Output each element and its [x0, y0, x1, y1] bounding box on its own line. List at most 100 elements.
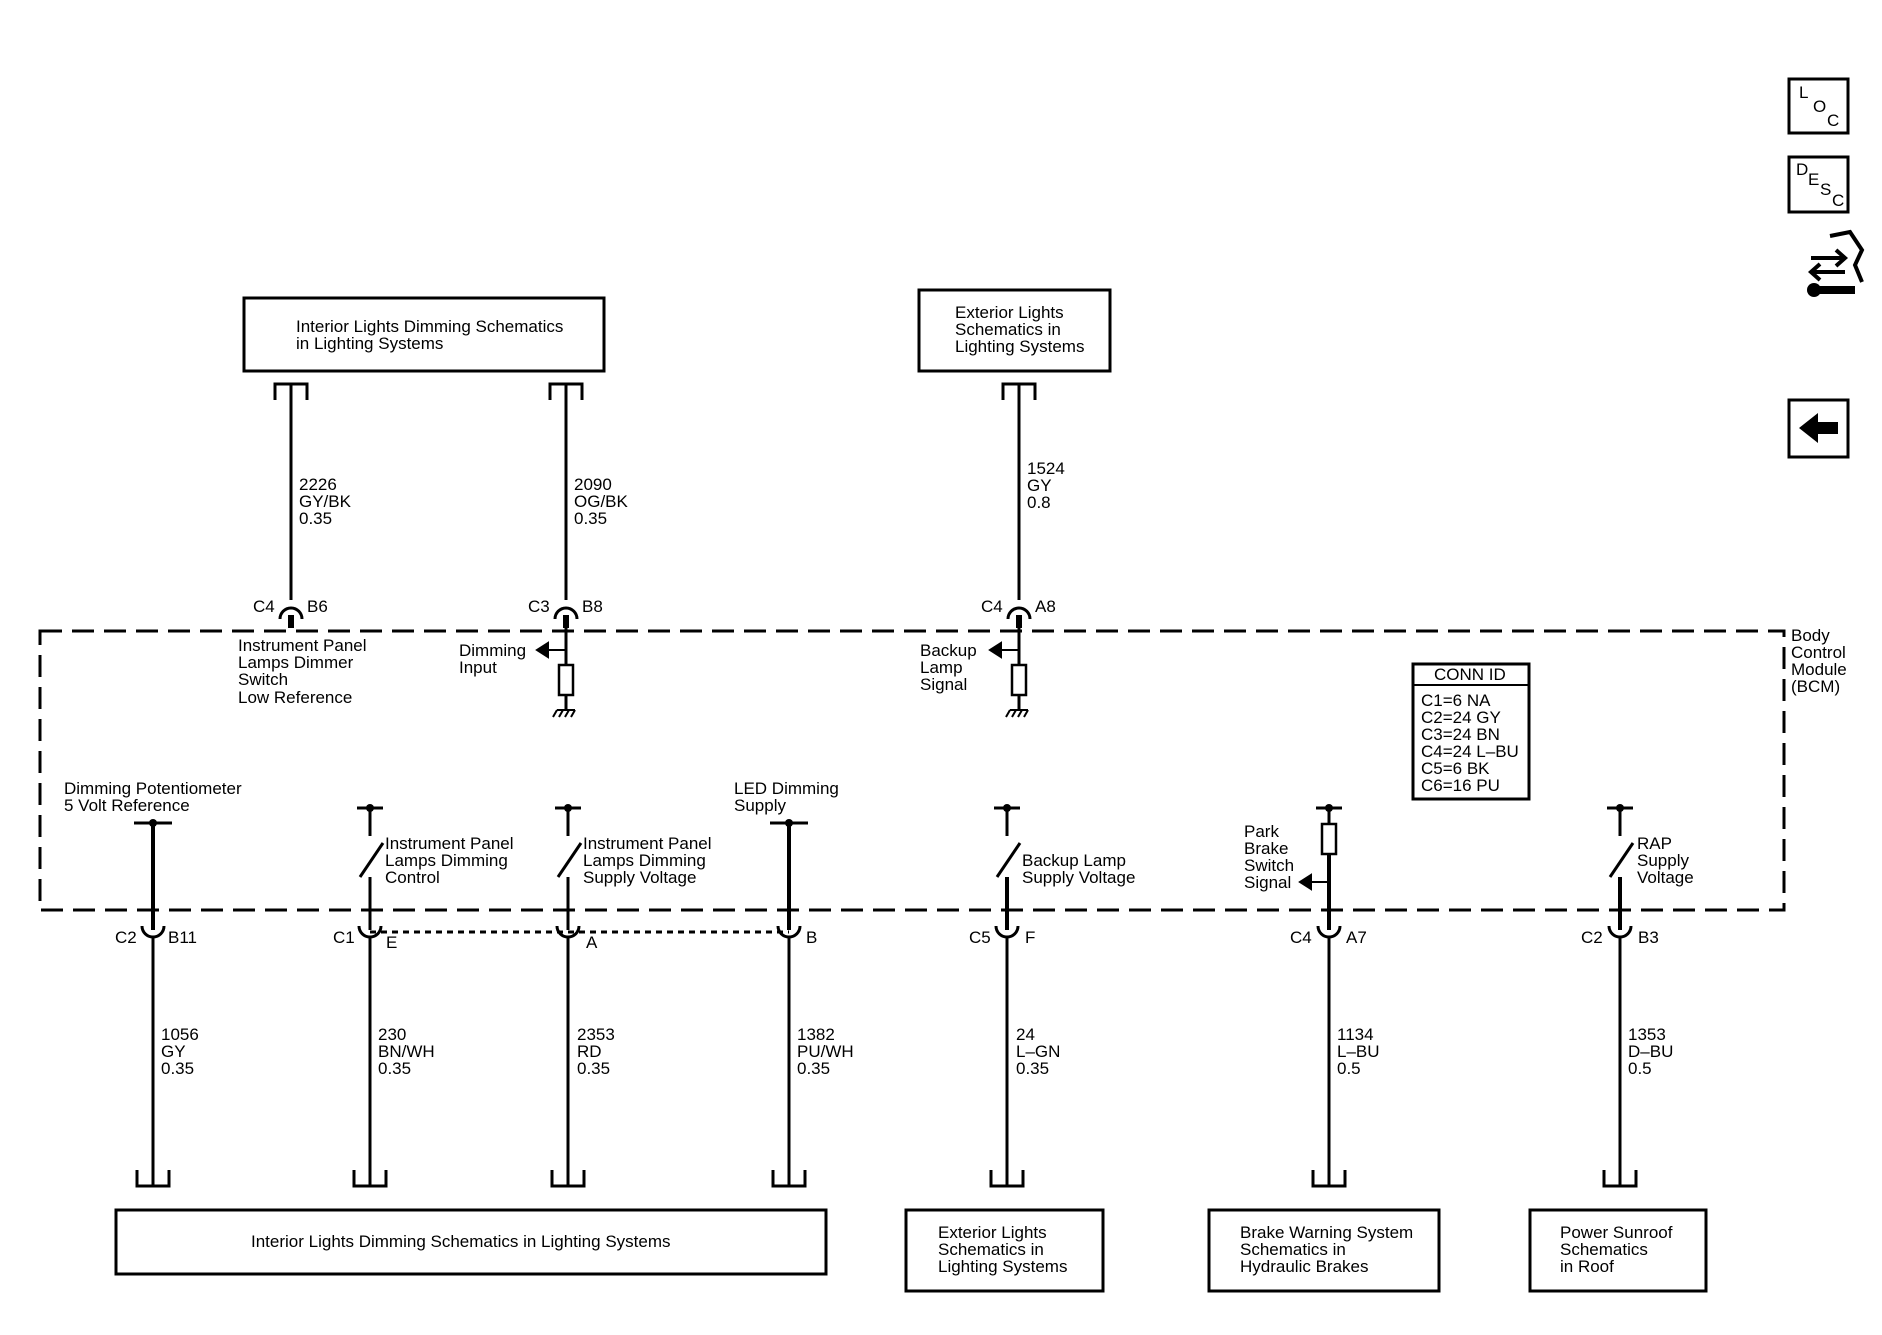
wire-color: GY/BK [299, 492, 352, 511]
svg-text:Lamps Dimming: Lamps Dimming [583, 851, 706, 870]
svg-text:Low Reference: Low Reference [238, 688, 352, 707]
bcm-label: Body Control Module (BCM) [1791, 626, 1847, 696]
svg-text:5 Volt Reference: 5 Volt Reference [64, 796, 190, 815]
wire-gauge: 0.35 [797, 1059, 830, 1078]
dimming-input-circuit: Dimming Input [459, 628, 576, 718]
wire-circuit: 1524 [1027, 459, 1065, 478]
wire-color: GY [1027, 476, 1052, 495]
conn-id-title: CONN ID [1434, 665, 1506, 684]
wire-circuit: 24 [1016, 1025, 1035, 1044]
svg-text:Park: Park [1244, 822, 1279, 841]
conn-id-row: C6=16 PU [1421, 776, 1500, 795]
bottom-box-power-sunroof[interactable]: Power Sunroof Schematics in Roof [1528, 1208, 1708, 1293]
wire-gauge: 0.35 [161, 1059, 194, 1078]
svg-text:Lamps Dimming: Lamps Dimming [385, 851, 508, 870]
svg-text:LED Dimming: LED Dimming [734, 779, 839, 798]
svg-text:Brake: Brake [1244, 839, 1288, 858]
wire-circuit: 2353 [577, 1025, 615, 1044]
connector-pin: E [386, 933, 397, 952]
connector-pin: B6 [307, 597, 328, 616]
wire-2090: 2090 OG/BK 0.35 C3 B8 [528, 384, 629, 628]
loc-button[interactable]: L O C [1787, 77, 1850, 135]
svg-text:Lamps Dimmer: Lamps Dimmer [238, 653, 354, 672]
svg-text:RAP: RAP [1637, 834, 1672, 853]
svg-text:Input: Input [459, 658, 497, 677]
svg-text:Supply: Supply [1637, 851, 1689, 870]
connector-id: C3 [528, 597, 550, 616]
wire-circuit: 2226 [299, 475, 337, 494]
connector-pin: A7 [1346, 928, 1367, 947]
svg-text:Switch: Switch [1244, 856, 1294, 875]
connector-pin: B [806, 928, 817, 947]
back-arrow-icon [1799, 413, 1838, 443]
wire-2226: 2226 GY/BK 0.35 C4 B6 [253, 384, 352, 628]
wire-gauge: 0.35 [1016, 1059, 1049, 1078]
wire-circuit: 230 [378, 1025, 406, 1044]
wire-circuit: 2090 [574, 475, 612, 494]
conn-id-row: C3=24 BN [1421, 725, 1500, 744]
bottom-box-sunroof-line2: Schematics [1560, 1240, 1648, 1259]
wire-gauge: 0.5 [1628, 1059, 1652, 1078]
connector-pin: B8 [582, 597, 603, 616]
back-button[interactable] [1787, 398, 1850, 459]
ip-dimming-supply-switch: Instrument Panel Lamps Dimming Supply Vo… [555, 804, 712, 930]
bottom-box-brake-line1: Brake Warning System [1240, 1223, 1413, 1242]
wire-gauge: 0.35 [299, 509, 332, 528]
svg-text:Signal: Signal [920, 675, 967, 694]
connector-pin: A8 [1035, 597, 1056, 616]
svg-text:Backup: Backup [920, 641, 977, 660]
dimming-pot-reference-circuit: Dimming Potentiometer 5 Volt Reference [64, 779, 242, 930]
wire-circuit: 1134 [1337, 1025, 1374, 1044]
led-dimming-supply-circuit: LED Dimming Supply [734, 779, 839, 930]
top-box-exterior-lights[interactable]: Exterior Lights Schematics in Lighting S… [917, 288, 1112, 373]
svg-text:Lamp: Lamp [920, 658, 963, 677]
connector-id: C4 [1290, 928, 1312, 947]
label-ip-dimmer-low-reference: Instrument Panel Lamps Dimmer Switch Low… [238, 636, 367, 707]
top-box-interior-line1: Interior Lights Dimming Schematics [296, 317, 563, 336]
wire-color: RD [577, 1042, 602, 1061]
connector-id: C4 [981, 597, 1003, 616]
bcm-boundary [38, 629, 1786, 912]
top-box-interior-lights[interactable]: Interior Lights Dimming Schematics in Li… [242, 296, 606, 373]
connector-wrench-button[interactable] [1807, 229, 1865, 297]
connector-id: C1 [333, 928, 355, 947]
wire-1134: C4 A7 1134 L–BU 0.5 [1290, 924, 1380, 1186]
conn-id-table: CONN ID C1=6 NA C2=24 GY C3=24 BN C4=24 … [1411, 662, 1531, 801]
wire-1382: B 1382 PU/WH 0.35 [776, 924, 854, 1186]
svg-text:Instrument Panel: Instrument Panel [238, 636, 367, 655]
loc-char-o: O [1813, 97, 1826, 116]
svg-text:Dimming Potentiometer: Dimming Potentiometer [64, 779, 242, 798]
bottom-box-brake-warning[interactable]: Brake Warning System Schematics in Hydra… [1207, 1208, 1441, 1293]
svg-text:Signal: Signal [1244, 873, 1291, 892]
wire-color: GY [161, 1042, 186, 1061]
bottom-box-exterior-lights[interactable]: Exterior Lights Schematics in Lighting S… [904, 1208, 1105, 1293]
svg-text:Instrument Panel: Instrument Panel [583, 834, 712, 853]
connector-pin: A [586, 933, 598, 952]
connector-pin: F [1025, 928, 1035, 947]
bottom-box-exterior-line2: Schematics in [938, 1240, 1044, 1259]
bottom-box-interior-lights[interactable]: Interior Lights Dimming Schematics in Li… [114, 1208, 828, 1276]
top-box-interior-line2: in Lighting Systems [296, 334, 443, 353]
backup-lamp-signal-circuit: Backup Lamp Signal [920, 628, 1029, 718]
connector-id: C5 [969, 928, 991, 947]
wire-gauge: 0.8 [1027, 493, 1051, 512]
rap-supply-switch: RAP Supply Voltage [1607, 804, 1694, 930]
wire-color: BN/WH [378, 1042, 435, 1061]
svg-text:Supply: Supply [734, 796, 786, 815]
connector-wrench-icon [1807, 229, 1865, 297]
bottom-box-sunroof-line1: Power Sunroof [1560, 1223, 1673, 1242]
connector-id: C2 [1581, 928, 1603, 947]
bottom-box-exterior-line3: Lighting Systems [938, 1257, 1067, 1276]
svg-text:Supply Voltage: Supply Voltage [583, 868, 696, 887]
wire-24: C5 F 24 L–GN 0.35 [969, 924, 1060, 1186]
wire-1524: 1524 GY 0.8 C4 A8 [981, 384, 1065, 628]
svg-text:Module: Module [1791, 660, 1847, 679]
svg-text:(BCM): (BCM) [1791, 677, 1840, 696]
wire-color: PU/WH [797, 1042, 854, 1061]
wire-color: OG/BK [574, 492, 629, 511]
desc-button[interactable]: D E S C [1787, 155, 1850, 214]
loc-char-l: L [1799, 83, 1808, 102]
svg-text:Supply Voltage: Supply Voltage [1022, 868, 1135, 887]
connector-id: C2 [115, 928, 137, 947]
conn-id-row: C2=24 GY [1421, 708, 1501, 727]
